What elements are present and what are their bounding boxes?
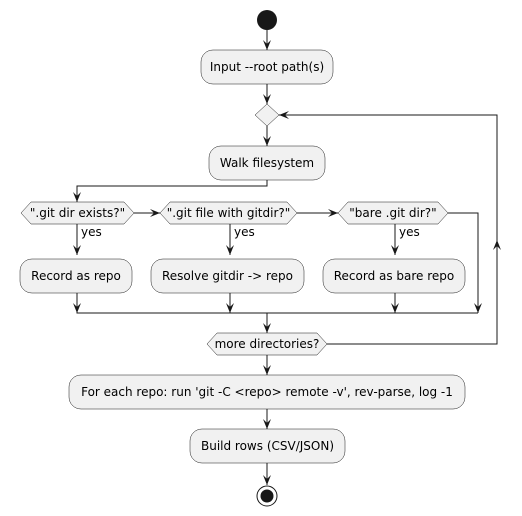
for-each-repo-node: For each repo: run 'git -C <repo> remote… [68, 374, 466, 410]
resolve-gitdir-node: Resolve gitdir -> repo [150, 258, 305, 294]
build-rows-node: Build rows (CSV/JSON) [189, 428, 346, 464]
yes-label-2: yes [234, 225, 255, 239]
more-directories-label: more directories? [215, 337, 320, 351]
for-each-repo-label: For each repo: run 'git -C <repo> remote… [81, 385, 453, 399]
record-bare-node: Record as bare repo [322, 258, 466, 294]
build-rows-label: Build rows (CSV/JSON) [201, 439, 334, 453]
walk-filesystem-label: Walk filesystem [220, 156, 314, 170]
git-dir-exists-decision: ".git dir exists?" [20, 201, 135, 225]
resolve-gitdir-label: Resolve gitdir -> repo [162, 269, 293, 283]
yes-label-1: yes [81, 225, 102, 239]
git-file-gitdir-label: ".git file with gitdir?" [167, 206, 291, 220]
record-repo-node: Record as repo [19, 258, 133, 294]
more-directories-decision: more directories? [206, 332, 328, 356]
input-root-label: Input --root path(s) [210, 60, 324, 74]
bare-git-dir-decision: "bare .git dir?" [337, 201, 449, 225]
edges [76, 30, 498, 485]
yes-label-3: yes [399, 225, 420, 239]
git-dir-exists-label: ".git dir exists?" [30, 206, 125, 220]
walk-filesystem-node: Walk filesystem [208, 145, 326, 181]
arrowheads [73, 40, 501, 485]
merge-diamond [254, 103, 280, 127]
bare-git-dir-label: "bare .git dir?" [349, 206, 436, 220]
git-file-gitdir-decision: ".git file with gitdir?" [159, 201, 298, 225]
record-repo-label: Record as repo [31, 269, 121, 283]
end-node [256, 485, 278, 507]
input-root-node: Input --root path(s) [200, 49, 334, 85]
record-bare-label: Record as bare repo [334, 269, 455, 283]
start-node [257, 10, 277, 30]
